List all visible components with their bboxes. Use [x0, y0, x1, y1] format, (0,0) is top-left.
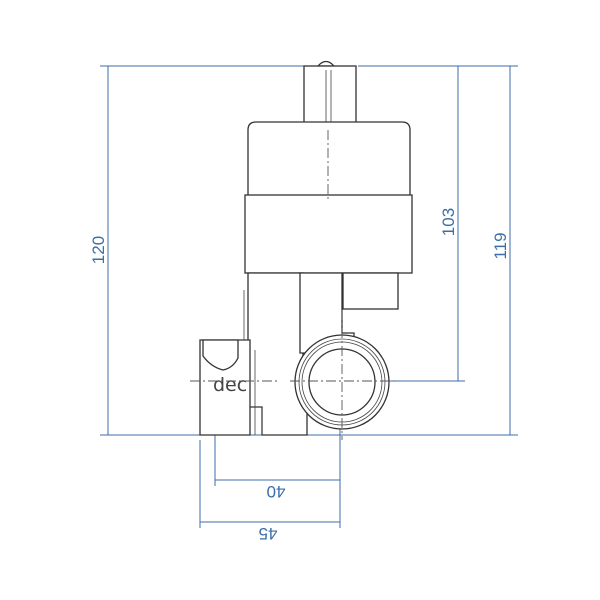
valve-actuator: dec: [199, 60, 413, 436]
dim-label-45: 45: [259, 524, 278, 543]
dim-label-40: 40: [267, 482, 286, 501]
dim-label-103: 103: [439, 208, 458, 236]
dimension-lines: [100, 65, 518, 528]
brand-logo: dec: [213, 374, 247, 396]
dim-label-119: 119: [491, 232, 510, 259]
dim-label-120: 120: [89, 236, 108, 264]
side-port-fitting: [202, 339, 239, 371]
